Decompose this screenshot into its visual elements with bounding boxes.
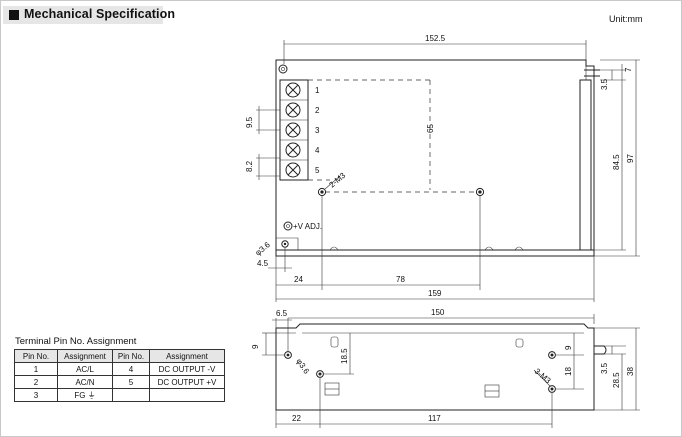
terminal-number: 4 (315, 146, 320, 155)
dim-22: 22 (292, 414, 301, 423)
dim-right-9: 9 (564, 345, 573, 350)
col-pin-no: Pin No. (14, 349, 58, 363)
phi-hole-icon (281, 240, 289, 248)
terminal-screw-cross (287, 124, 299, 136)
dim-9-5: 9.5 (245, 116, 254, 128)
side-m3-hole-icon (316, 370, 324, 378)
terminal-screw-cross (287, 144, 299, 156)
table-cell: 1 (14, 362, 58, 376)
dim-4-5: 4.5 (257, 259, 269, 268)
dim-24: 24 (294, 275, 303, 284)
dim-150: 150 (431, 308, 445, 317)
m3-hole-icon (475, 187, 485, 197)
table-cell: 5 (112, 375, 150, 389)
dim-78: 78 (396, 275, 405, 284)
terminal-block (279, 79, 309, 181)
terminal-screw-icon (285, 142, 301, 158)
table-cell: 3 (14, 388, 58, 402)
table-row: 2 AC/N 5 DC OUTPUT +V (14, 375, 225, 389)
table-row: 3 FG ⏚ (14, 388, 225, 402)
dim-38: 38 (626, 367, 635, 376)
terminal-screw-cross (287, 104, 299, 116)
dim-side-phi: φ3.6 (294, 357, 311, 376)
side-view-chassis-outline (275, 323, 595, 411)
m3-hole-icon (317, 187, 327, 197)
side-view: 6.5 150 9 φ3.6 18.5 3-M3 9 18 3.5 28.5 3… (251, 308, 640, 428)
col-assignment: Assignment (57, 349, 113, 363)
terminal-number: 1 (315, 86, 320, 95)
side-m3-hole-icon (548, 385, 556, 393)
side-rail (579, 79, 592, 251)
col-pin-no-2: Pin No. (112, 349, 150, 363)
table-row: 1 AC/L 4 DC OUTPUT -V (14, 362, 225, 376)
pin-table-caption: Terminal Pin No. Assignment (15, 336, 137, 347)
v-adj-label: +V ADJ. (293, 222, 322, 231)
dim-84-5: 84.5 (612, 154, 621, 170)
v-adj-pot-icon (283, 221, 293, 231)
table-cell: 2 (14, 375, 58, 389)
section-title: Mechanical Specification (24, 7, 176, 21)
terminal-number: 3 (315, 126, 320, 135)
table-cell: 4 (112, 362, 150, 376)
terminal-number: 2 (315, 106, 320, 115)
dim-28-5: 28.5 (612, 372, 621, 388)
dim-3m3: 3-M3 (533, 367, 553, 386)
dim-6-5: 6.5 (276, 309, 288, 318)
top-view: 1 2 3 4 5 2-M3 +V ADJ. φ3.6 152.5 65 9.5 (245, 34, 640, 302)
terminal-screw-cross (287, 164, 299, 176)
terminal-screw-icon (285, 82, 301, 98)
pin-assignment-table: Pin No. Assignment Pin No. Assignment 1 … (14, 349, 225, 402)
top-view-chassis-outline (275, 59, 595, 257)
dim-117: 117 (428, 414, 441, 423)
dim-8-2: 8.2 (245, 160, 254, 172)
section-header-bar (3, 6, 163, 24)
table-header-row: Pin No. Assignment Pin No. Assignment (14, 349, 225, 363)
table-cell: DC OUTPUT -V (149, 362, 225, 376)
mount-hole-icon (278, 64, 288, 74)
table-cell (112, 388, 150, 402)
dim-152-5: 152.5 (425, 34, 446, 43)
terminal-screw-cross (287, 84, 299, 96)
table-cell (149, 388, 225, 402)
dim-7: 7 (624, 67, 633, 72)
section-bullet-icon (9, 10, 19, 20)
terminal-screw-icon (285, 122, 301, 138)
side-m3-hole-icon (548, 351, 556, 359)
unit-label: Unit:mm (609, 14, 643, 24)
dim-side-9: 9 (251, 344, 260, 349)
dim-phi: φ3.6 (254, 240, 273, 258)
terminal-screw-icon (285, 102, 301, 118)
dim-18-5: 18.5 (340, 348, 349, 364)
dim-3-5-top: 3.5 (600, 78, 609, 90)
dim-97: 97 (626, 154, 635, 163)
dim-2m3: 2-M3 (328, 171, 348, 190)
dim-right-3-5: 3.5 (600, 362, 609, 374)
table-cell: DC OUTPUT +V (149, 375, 225, 389)
terminal-screw-icon (285, 162, 301, 178)
table-cell: AC/L (57, 362, 113, 376)
dim-65: 65 (426, 124, 435, 133)
table-cell: AC/N (57, 375, 113, 389)
terminal-number: 5 (315, 166, 320, 175)
table-cell: FG ⏚ (57, 388, 113, 402)
dim-right-18: 18 (564, 367, 573, 376)
col-assignment-2: Assignment (149, 349, 225, 363)
dim-159: 159 (428, 289, 442, 298)
